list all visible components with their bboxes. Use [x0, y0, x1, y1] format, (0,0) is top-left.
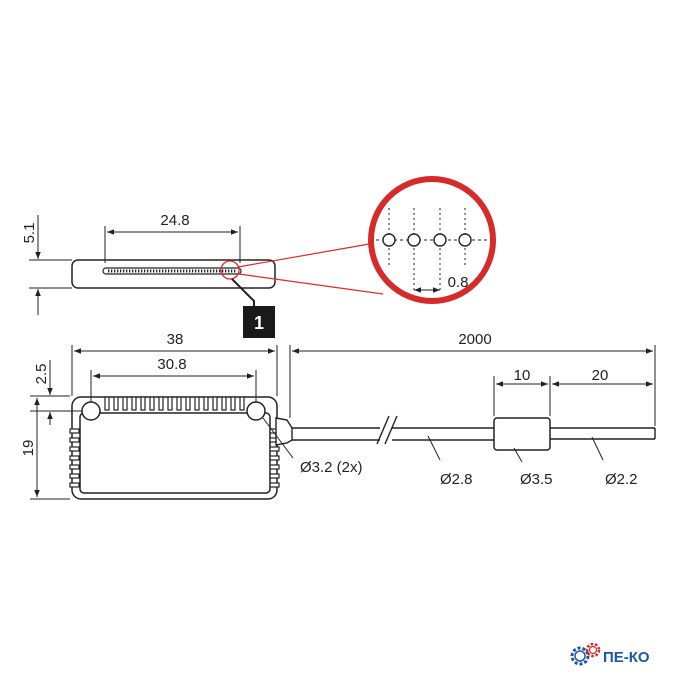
svg-text:1: 1 [254, 313, 264, 333]
hole-spacing-dim: 30.8 [157, 356, 186, 373]
leader-labels: Ø3.2 (2x) Ø2.8 Ø3.5 Ø2.2 [262, 417, 638, 488]
brand-logo: ПЕ-КО [570, 642, 650, 666]
brand-name: ПЕ-КО [603, 649, 650, 666]
pitch-dim: 0.8 [448, 274, 469, 291]
top-view-dimensions: 24.8 5.1 [21, 212, 241, 315]
mounting-hole-left [81, 401, 101, 421]
detail-marker-circle [220, 260, 240, 280]
detail-view: 0.8 [368, 176, 496, 304]
front-view-dimensions: 38 30.8 2000 10 20 2.5 19 [20, 331, 656, 500]
top-height-dim: 5.1 [21, 223, 38, 244]
front-view [69, 396, 656, 500]
cable-diameter-label: Ø2.8 [440, 471, 473, 488]
overall-height-dim: 19 [20, 440, 37, 457]
overall-width-dim: 38 [167, 331, 184, 348]
tip-diameter-label: Ø2.2 [605, 471, 638, 488]
top-view [71, 242, 384, 312]
hole-offset-dim: 2.5 [33, 364, 50, 385]
mounting-hole-right [246, 401, 266, 421]
sleeve-length-dim: 10 [514, 367, 531, 384]
top-width-dim: 24.8 [160, 212, 189, 229]
hole-diameter-label: Ø3.2 (2x) [300, 459, 363, 476]
cable-sleeve [493, 417, 551, 451]
cable-boot [275, 417, 293, 446]
tip-length-dim: 20 [592, 367, 609, 384]
callout-1: 1 [243, 306, 275, 338]
gear-icon [570, 642, 601, 666]
cable-length-dim: 2000 [458, 331, 491, 348]
sleeve-diameter-label: Ø3.5 [520, 471, 553, 488]
